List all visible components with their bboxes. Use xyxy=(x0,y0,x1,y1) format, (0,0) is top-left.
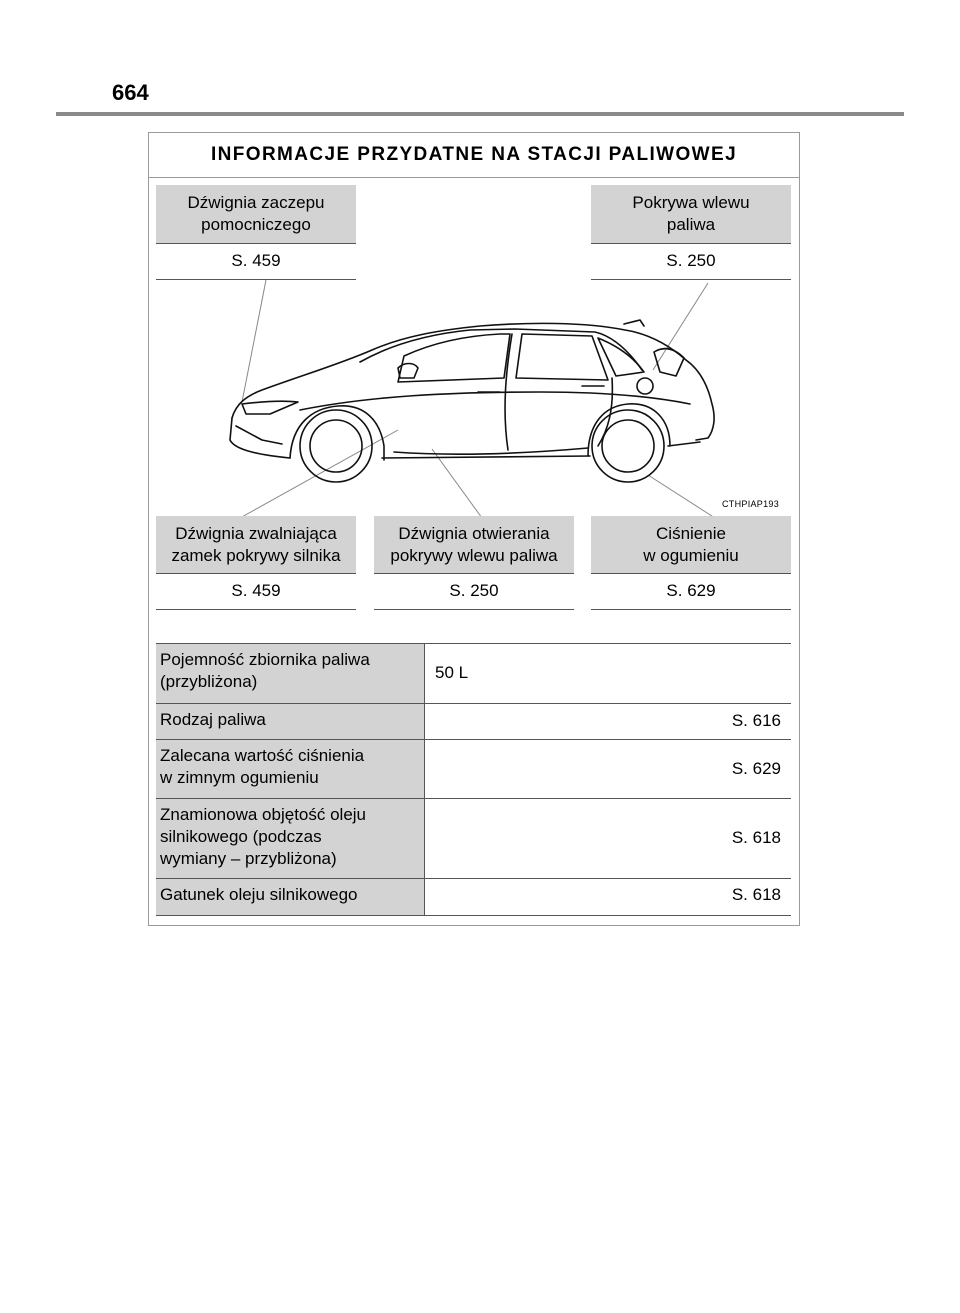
label-fuel-door-opener: Dźwignia otwierania pokrywy wlewu paliwa xyxy=(374,516,574,574)
row-value-text[interactable]: S. 616 xyxy=(731,711,781,730)
table-row: Znamionowa objętość oleju silnikowego (p… xyxy=(156,799,791,879)
fuel-info-panel: INFORMACJE PRZYDATNE NA STACJI PALIWOWEJ xyxy=(148,132,800,926)
figure-code: CTHPIAP193 xyxy=(722,499,780,509)
row-key: Zalecana wartość ciśnienia w zimnym ogum… xyxy=(156,740,425,798)
row-value: S. 616 xyxy=(425,704,791,739)
ref-fuel-filler-door[interactable]: S. 250 xyxy=(591,244,791,280)
row-key: Pojemność zbiornika paliwa (przybliżona) xyxy=(156,644,425,703)
table-row: Gatunek oleju silnikowego S. 618 xyxy=(156,879,791,916)
label-fuel-filler-door: Pokrywa wlewu paliwa xyxy=(591,185,791,244)
row-value-text: 50 L xyxy=(435,663,469,682)
ref-fuel-door-opener[interactable]: S. 250 xyxy=(374,574,574,610)
row-key: Znamionowa objętość oleju silnikowego (p… xyxy=(156,799,425,878)
row-value-text[interactable]: S. 618 xyxy=(731,828,781,847)
panel-title: INFORMACJE PRZYDATNE NA STACJI PALIWOWEJ xyxy=(149,133,799,178)
row-value-text[interactable]: S. 618 xyxy=(731,885,781,904)
leader-line-hood-release xyxy=(239,429,399,519)
wheels xyxy=(299,409,665,483)
leader-line-hood-aux xyxy=(241,279,267,403)
leader-line-tire xyxy=(647,474,716,519)
row-value: S. 629 xyxy=(425,740,791,798)
row-value-text[interactable]: S. 629 xyxy=(731,758,781,778)
table-row: Rodzaj paliwa S. 616 xyxy=(156,704,791,740)
table-row: Pojemność zbiornika paliwa (przybliżona)… xyxy=(156,644,791,704)
label-hood-aux-latch: Dźwignia zaczepu pomocniczego xyxy=(156,185,356,244)
ref-tire-pressure[interactable]: S. 629 xyxy=(591,574,791,610)
row-value: S. 618 xyxy=(425,799,791,878)
label-tire-pressure: Ciśnienie w ogumieniu xyxy=(591,516,791,574)
ref-hood-aux-latch[interactable]: S. 459 xyxy=(156,244,356,280)
row-value: S. 618 xyxy=(425,879,791,915)
row-value: 50 L xyxy=(425,644,791,703)
leader-line-fuel-door xyxy=(652,282,709,371)
ref-hood-release[interactable]: S. 459 xyxy=(156,574,356,610)
label-hood-release: Dźwignia zwalniająca zamek pokrywy silni… xyxy=(156,516,356,574)
leader-line-fuel-opener xyxy=(431,448,483,519)
row-key: Gatunek oleju silnikowego xyxy=(156,879,425,915)
car-body xyxy=(229,319,715,461)
page-number: 664 xyxy=(112,80,149,105)
table-row: Zalecana wartość ciśnienia w zimnym ogum… xyxy=(156,740,791,799)
row-key: Rodzaj paliwa xyxy=(156,704,425,739)
header-rule xyxy=(56,112,904,116)
fuel-info-table: Pojemność zbiornika paliwa (przybliżona)… xyxy=(156,643,791,916)
